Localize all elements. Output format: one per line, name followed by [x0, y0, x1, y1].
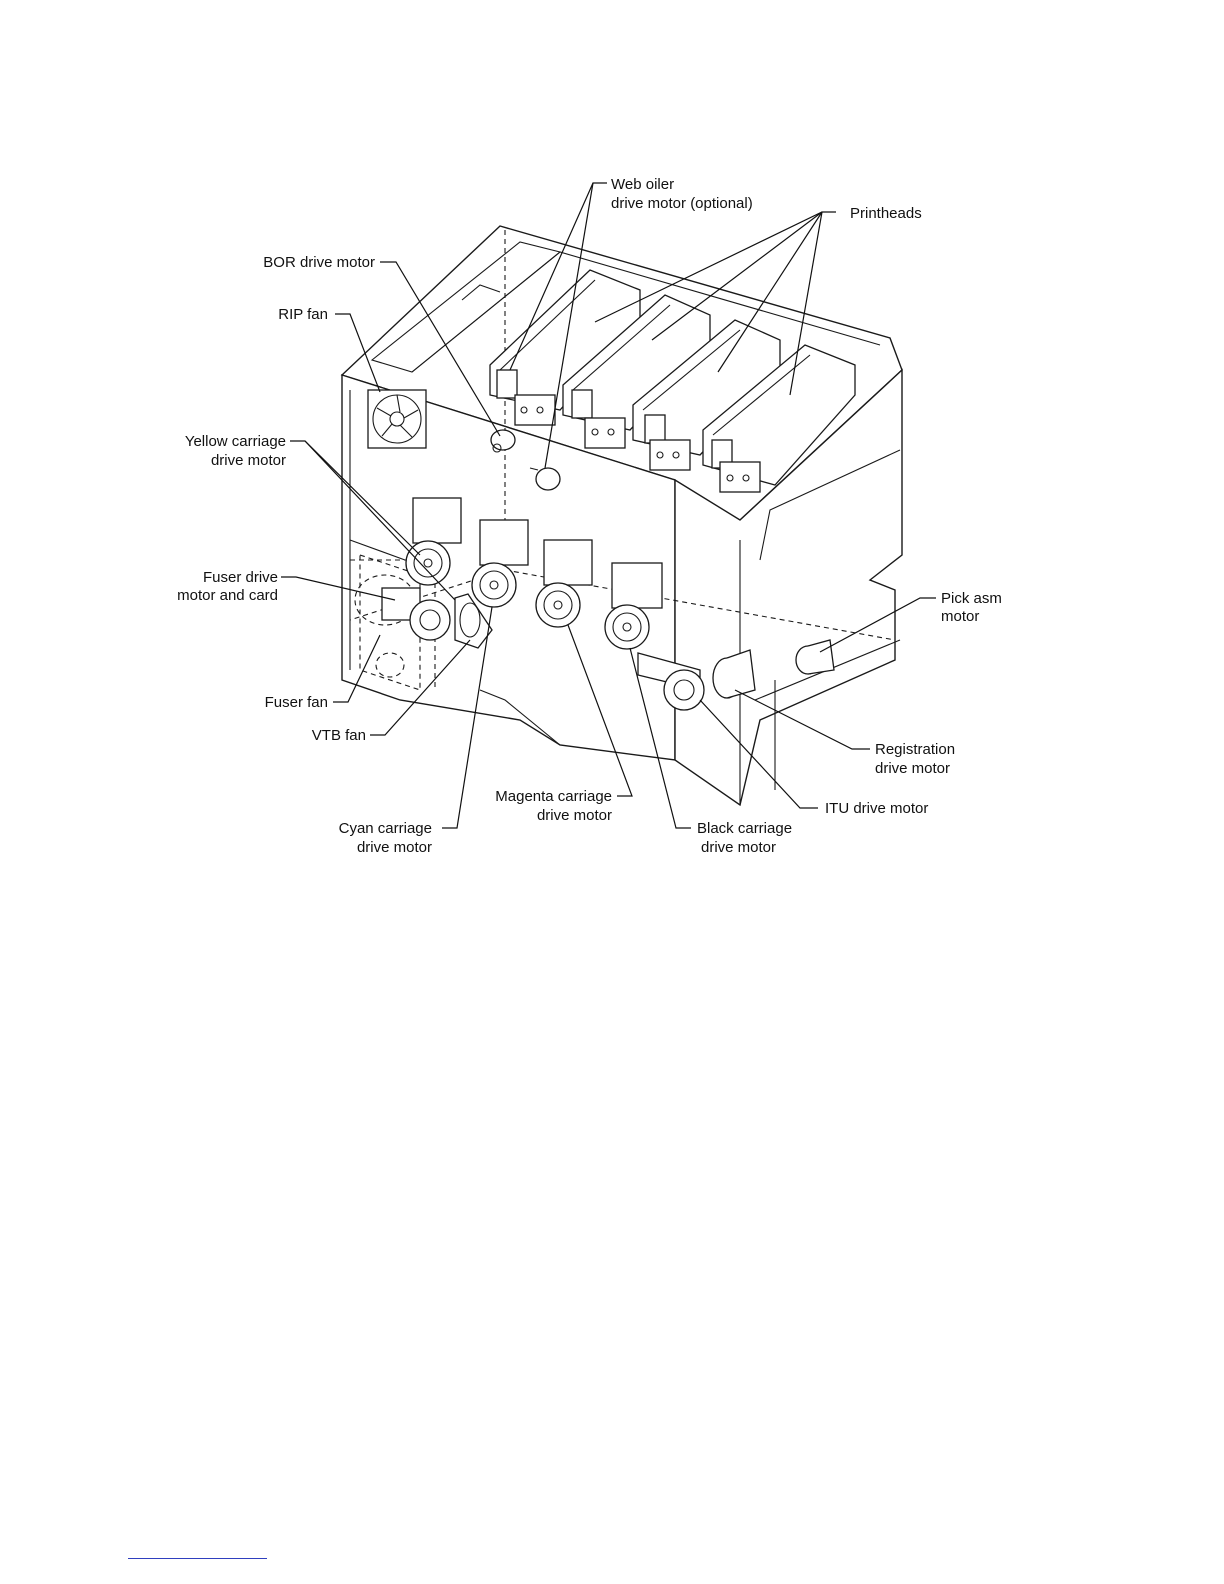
label-vtb-fan: VTB fan — [312, 727, 366, 744]
label-registration-line1: Registration — [875, 741, 955, 758]
label-yellow-carriage-line1: Yellow carriage — [185, 433, 286, 450]
label-yellow-carriage-line2: drive motor — [211, 452, 286, 469]
label-rip-fan: RIP fan — [278, 306, 328, 323]
label-fuser-fan: Fuser fan — [265, 694, 328, 711]
rip-fan — [368, 390, 426, 448]
label-web-oiler-line2: drive motor (optional) — [611, 195, 753, 212]
label-fuser-drive-line2: motor and card — [177, 587, 278, 604]
label-fuser-drive-line1: Fuser drive — [203, 569, 278, 586]
label-magenta-carriage-line1: Magenta carriage — [495, 788, 612, 805]
label-black-carriage-line2: drive motor — [701, 839, 776, 856]
label-bor-drive-motor: BOR drive motor — [263, 254, 375, 271]
label-printheads: Printheads — [850, 205, 922, 222]
label-itu-drive-motor: ITU drive motor — [825, 800, 928, 817]
label-cyan-carriage-line1: Cyan carriage — [339, 820, 432, 837]
label-web-oiler-line1: Web oiler — [611, 176, 674, 193]
label-pick-asm-line1: Pick asm — [941, 590, 1002, 607]
label-black-carriage-line1: Black carriage — [697, 820, 792, 837]
label-cyan-carriage-line2: drive motor — [357, 839, 432, 856]
label-registration-line2: drive motor — [875, 760, 950, 777]
label-pick-asm-line2: motor — [941, 608, 979, 625]
label-magenta-carriage-line2: drive motor — [537, 807, 612, 824]
footer-rule — [128, 1558, 267, 1559]
